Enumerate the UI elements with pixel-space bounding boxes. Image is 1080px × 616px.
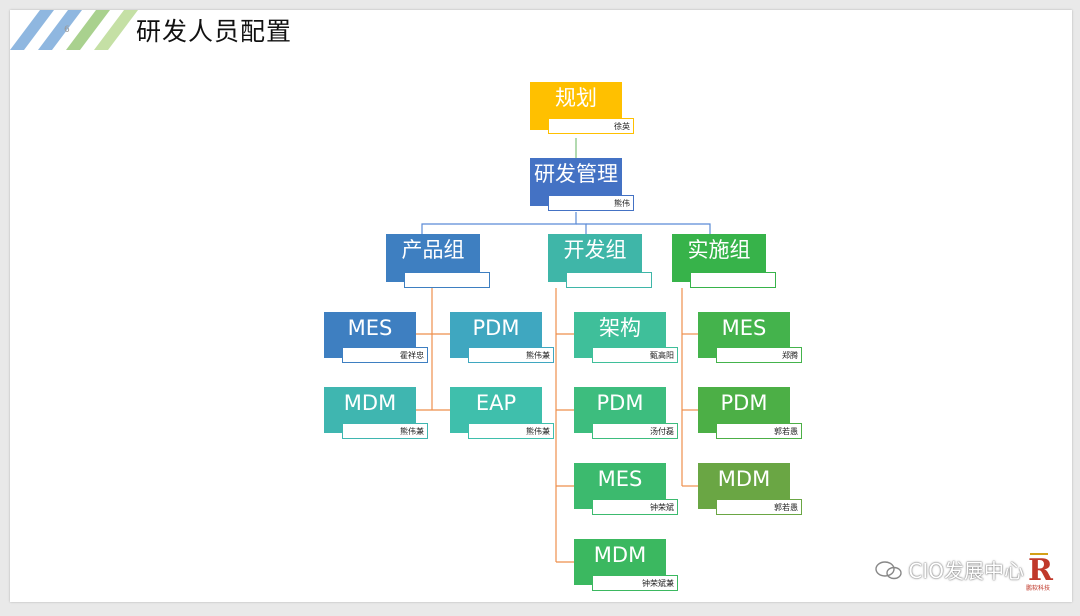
- person-product-group: [404, 272, 490, 288]
- node-label: PDM: [472, 316, 520, 340]
- person-plan: 徐英: [548, 118, 634, 134]
- node-label: 产品组: [401, 238, 465, 262]
- node-label: EAP: [475, 391, 517, 415]
- person-dev-pdm: 汤付磊: [592, 423, 678, 439]
- node-label: MES: [347, 316, 393, 340]
- svg-text:R: R: [1028, 553, 1054, 588]
- person-dev-group: [566, 272, 652, 288]
- connector-mgmt-impl: [586, 223, 711, 236]
- node-label: MES: [721, 316, 767, 340]
- node-product-mdm: MDM: [324, 387, 416, 433]
- person-impl-group: [690, 272, 776, 288]
- node-label: 研发管理: [534, 162, 618, 186]
- node-label: MDM: [717, 467, 771, 491]
- person-impl-pdm: 郭若愚: [716, 423, 802, 439]
- person-dev-architecture: 甄高阳: [592, 347, 678, 363]
- person-product-mes: 霍祥忠: [342, 347, 428, 363]
- slide-title: 研发人员配置: [136, 17, 293, 46]
- node-label: 开发组: [563, 238, 627, 262]
- node-label: PDM: [720, 391, 768, 415]
- watermark: CIO发展中心: [874, 555, 1024, 584]
- person-impl-mes: 郑腾: [716, 347, 802, 363]
- person-product-mdm: 熊伟兼: [342, 423, 428, 439]
- node-label: MES: [597, 467, 643, 491]
- node-label: 架构: [599, 316, 641, 340]
- person-rd-management: 熊伟: [548, 195, 634, 211]
- slide-number: 6: [64, 25, 70, 35]
- connector-mgmt-groups: [421, 212, 577, 236]
- person-product-eap: 熊伟兼: [468, 423, 554, 439]
- svg-text:鹏软科技: 鹏软科技: [1026, 584, 1050, 592]
- wechat-icon: [875, 560, 903, 579]
- node-label: MDM: [343, 391, 397, 415]
- node-label: 规划: [555, 86, 597, 110]
- person-dev-mes: 钟荣斌: [592, 499, 678, 515]
- company-logo: R 鹏软科技: [1026, 553, 1054, 592]
- watermark-text: CIO发展中心: [908, 559, 1024, 583]
- node-label: 实施组: [687, 238, 751, 262]
- node-label: PDM: [596, 391, 644, 415]
- person-dev-mdm: 钟荣斌兼: [592, 575, 678, 591]
- slide: 6 研发人员配置 规划 徐英 研发管: [10, 10, 1072, 602]
- node-label: MDM: [593, 543, 647, 567]
- org-chart-connectors: [414, 138, 711, 563]
- person-impl-mdm: 郭若愚: [716, 499, 802, 515]
- person-product-pdm: 熊伟兼: [468, 347, 554, 363]
- decorative-stripes: [10, 10, 138, 50]
